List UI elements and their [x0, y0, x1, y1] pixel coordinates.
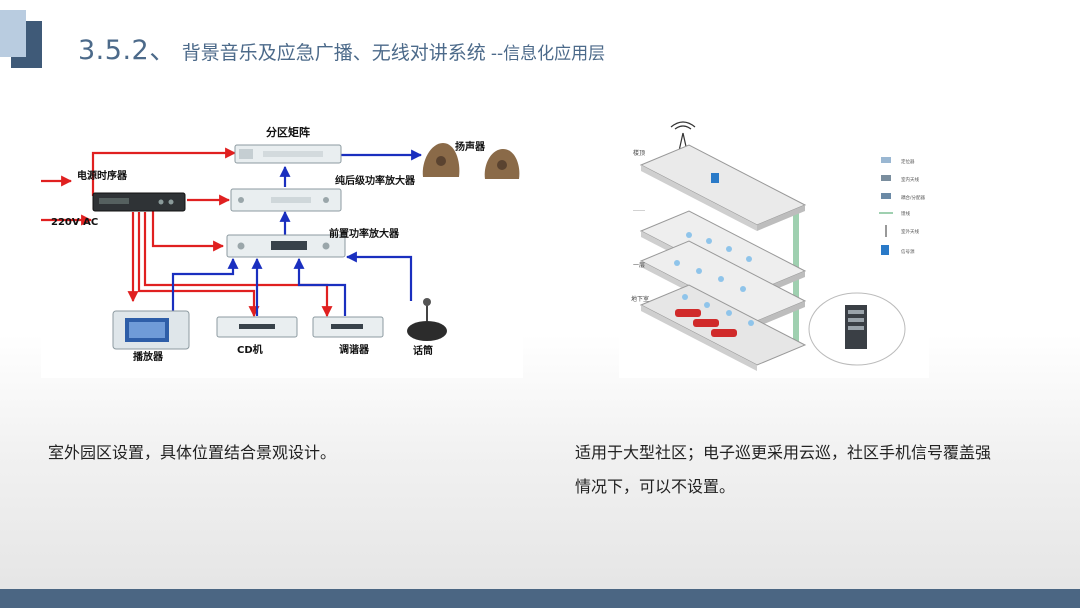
legend-icons [879, 157, 893, 255]
label-ac-input: 220V AC [51, 217, 98, 228]
label-preamp: 前置功率放大器 [329, 227, 400, 240]
label-cd: CD机 [237, 343, 263, 356]
microphone-icon [407, 298, 447, 341]
label-speaker: 扬声器 [455, 140, 486, 153]
label-basement: 地下室 [631, 295, 649, 303]
legend-5: 信号源 [901, 248, 915, 255]
player-device [112, 310, 190, 350]
preamp-device [226, 234, 346, 258]
power-lines [41, 147, 333, 318]
floor-roof [639, 144, 807, 231]
wireless-coverage-diagram: 定位器 室内天线 耦合/分配器 馈线 室外天线 信号源 楼顶 …… 一层 地下室 [619, 121, 929, 378]
label-roof: 楼顶 [633, 149, 645, 157]
label-power-sequencer: 电源时序器 [77, 169, 128, 182]
header-accent-light [0, 10, 26, 57]
label-zone-matrix: 分区矩阵 [266, 125, 310, 139]
caption-right: 适用于大型社区；电子巡更采用云巡，社区手机信号覆盖强情况下，可以不设置。 [575, 443, 992, 496]
legend-3: 馈线 [901, 210, 910, 217]
power-sequencer-device [92, 192, 186, 212]
section-number: 3.5.2、 [78, 35, 177, 66]
equipment-cabinet-icon [808, 292, 906, 366]
legend-4: 室外天线 [901, 228, 919, 235]
cd-player-device [216, 316, 298, 338]
legend-1: 室内天线 [901, 176, 919, 183]
label-dots: …… [633, 206, 645, 213]
title-main: 背景音乐及应急广播、无线对讲系统 [181, 42, 486, 64]
rear-amplifier-device [230, 188, 342, 212]
zone-matrix-device [234, 144, 342, 164]
footer-bar [0, 589, 1080, 608]
floor-basement [639, 284, 807, 371]
tuner-device [312, 316, 384, 338]
rock-speaker-icon [422, 143, 520, 179]
signal-lines [171, 149, 423, 316]
background-music-diagram: 分区矩阵 扬声器 电源时序器 纯后级功率放大器 220V AC 前置功率放大器 … [41, 121, 523, 378]
label-first-floor: 一层 [633, 262, 645, 269]
caption-left: 室外园区设置，具体位置结合景观设计。 [48, 443, 337, 462]
label-player: 播放器 [133, 350, 164, 363]
coverage-system-svg: 定位器 室内天线 耦合/分配器 馈线 室外天线 信号源 楼顶 …… 一层 地下室 [631, 121, 926, 371]
music-system-svg: 分区矩阵 扬声器 电源时序器 纯后级功率放大器 220V AC 前置功率放大器 … [41, 125, 520, 363]
indoor-antenna-icons [674, 232, 754, 326]
legend-2: 耦合/分配器 [901, 194, 926, 201]
label-mic: 话筒 [413, 344, 433, 357]
label-tuner: 调谐器 [339, 343, 370, 356]
slide-title: 3.5.2、 背景音乐及应急广播、无线对讲系统 --信息化应用层 [78, 28, 605, 67]
legend-0: 定位器 [901, 158, 915, 165]
label-rear-amp: 纯后级功率放大器 [335, 174, 416, 187]
title-sub: --信息化应用层 [490, 44, 606, 64]
